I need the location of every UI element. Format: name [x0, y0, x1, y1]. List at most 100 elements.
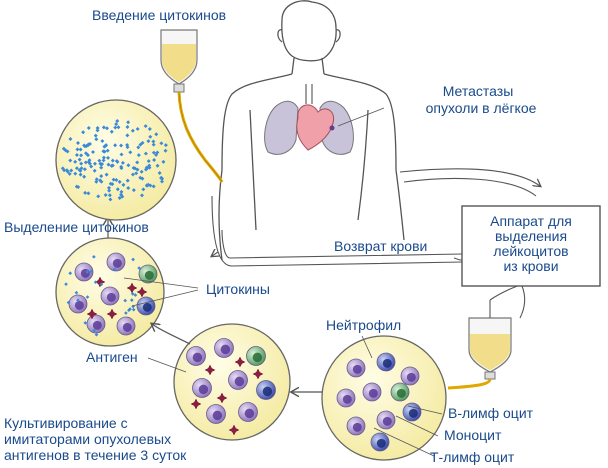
label-cultivation-line1: Культивирование с [4, 415, 128, 431]
cytokine-dot [101, 149, 106, 154]
label-cytokine-release: Выделение цитокинов [4, 219, 149, 235]
cytokine-dot [143, 151, 148, 156]
cytokine-dot [116, 125, 121, 130]
cytokine-dot [99, 165, 104, 170]
cytokine-dot [65, 169, 70, 174]
cytokine-dot [79, 161, 84, 166]
label-metastases-line1: Метастазы [442, 83, 514, 99]
cell-nucleus [142, 302, 152, 312]
cytokine-dot [159, 141, 164, 146]
cytokine-dot [141, 187, 146, 192]
cell-nucleus [252, 352, 263, 363]
cytokine-dot [77, 157, 82, 162]
cytokine-dot [114, 122, 119, 127]
cytokine-dot [94, 332, 99, 337]
cytokine-dot [108, 197, 113, 202]
antigen-mark [141, 287, 143, 297]
cell-nucleus [376, 438, 386, 448]
cytokine-dot [163, 143, 168, 148]
cytokine-dot [106, 155, 110, 160]
lungs [264, 84, 354, 155]
dish-cytokines [55, 99, 177, 221]
cytokine-dot [139, 169, 144, 174]
cytokine-dot [131, 257, 135, 262]
cytokine-dot [100, 139, 105, 144]
cytokine-dot [69, 168, 74, 173]
cytokine-dot [123, 298, 128, 303]
cytokine-dot [131, 188, 136, 193]
cytokine-dot [144, 165, 149, 170]
cell-nucleus [234, 376, 245, 387]
cytokine-dot [115, 187, 120, 192]
cytokine-dot [106, 185, 111, 190]
iv-bag-top [160, 29, 224, 183]
cytokine-dot [74, 152, 79, 157]
label-b-lymphocyte: В-лимф оцит [448, 405, 534, 421]
cytokine-dot [145, 183, 150, 188]
cytokine-dot [161, 159, 166, 164]
cytokine-dot [138, 142, 143, 147]
cytokine-dot [119, 192, 124, 197]
cytokine-dot [135, 160, 140, 165]
cell-nucleus [122, 322, 132, 332]
cytokine-dot [78, 172, 83, 177]
cytokine-dot [130, 298, 134, 302]
cytokine-dot [152, 158, 157, 163]
cytokine-dot [85, 270, 90, 274]
label-cytokine-injection: Введение цитокинов [92, 7, 227, 23]
cell-nucleus [342, 394, 352, 404]
cytokine-dot [98, 178, 103, 183]
cytokine-dot [148, 134, 153, 139]
label-cytokines: Цитокины [206, 281, 270, 297]
cytokine-dot [151, 142, 156, 147]
label-antigen: Антиген [86, 349, 138, 365]
cytokine-dot [92, 168, 97, 173]
cytokine-dot [125, 178, 130, 183]
cytokine-dot [143, 124, 148, 129]
cytokine-dot [115, 119, 120, 123]
cytokine-dot [76, 140, 80, 145]
cytokine-dot [124, 311, 128, 315]
cytokine-dot [104, 172, 109, 177]
heart [296, 104, 335, 151]
cytokine-dot [73, 159, 78, 164]
blood-tubes [212, 168, 540, 319]
label-monocyte: Моноцит [444, 427, 502, 443]
cytokine-dot [95, 125, 100, 130]
cytokine-dot [101, 125, 106, 130]
cell-nucleus [74, 300, 84, 310]
cytokine-dot [61, 146, 66, 151]
cytokine-dot [130, 172, 135, 177]
cytokine-dot [82, 167, 87, 172]
antigen-mark [239, 357, 241, 367]
cytokine-dot [109, 163, 114, 168]
cytokine-dot [131, 165, 136, 170]
cytokine-dot [121, 182, 126, 187]
cytokine-dot [130, 292, 135, 296]
cytokine-dot [110, 158, 115, 163]
cytokine-dot [95, 128, 100, 133]
label-cultivation-line3: антигенов в течение 3 суток [4, 447, 187, 463]
cytokine-dot [159, 175, 164, 180]
cytokine-dot [154, 132, 159, 137]
cytokine-dot [76, 185, 81, 190]
cell-nucleus [106, 292, 116, 302]
cytokine-dot [136, 153, 141, 158]
dish-leukocytes [321, 335, 447, 461]
cytokine-dot [82, 143, 87, 148]
label-pointers [123, 277, 443, 457]
cytokine-dot [160, 179, 164, 184]
cytokine-dot [93, 161, 97, 166]
cytokine-dot [126, 120, 131, 125]
cytokine-dot [94, 179, 99, 184]
antigen-mark [209, 365, 211, 375]
cells-group [186, 338, 276, 435]
cytokine-dot [75, 147, 80, 152]
cell-nucleus [192, 352, 203, 363]
cytokine-dot [115, 159, 120, 164]
cytokine-dot [106, 162, 111, 167]
cell-nucleus [144, 270, 154, 280]
label-apparatus-line1: Аппарат для [490, 213, 572, 229]
cytokine-dot [68, 137, 73, 141]
